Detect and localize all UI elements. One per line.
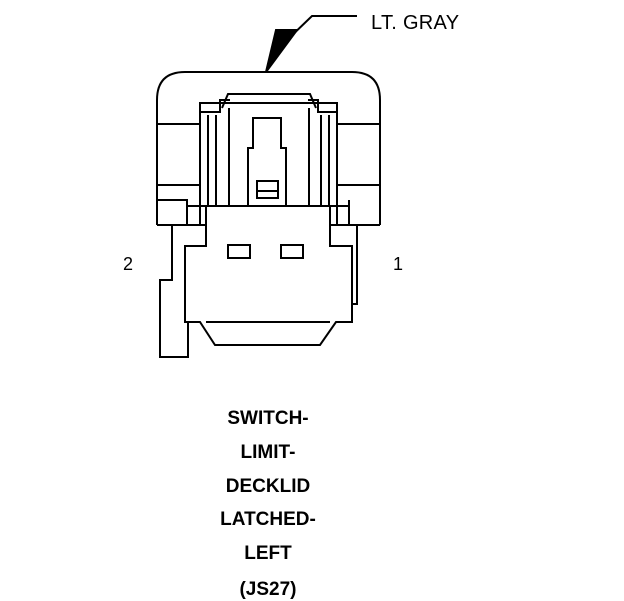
latch-rails xyxy=(207,108,330,206)
connector-title-line: LIMIT- xyxy=(240,442,296,463)
center-latch xyxy=(247,117,287,206)
terminal-cavity-1 xyxy=(280,244,304,259)
connector-id: (JS27) xyxy=(239,579,297,600)
right-lower-body xyxy=(348,200,380,305)
connector-title-line: SWITCH- xyxy=(227,408,309,429)
left-lower-body xyxy=(156,199,189,358)
inner-frame xyxy=(199,102,338,225)
connector-title-line: LATCHED- xyxy=(220,509,316,530)
color-leader-line xyxy=(265,15,357,73)
plug-body xyxy=(184,224,353,346)
connector-title-line: DECKLID xyxy=(225,476,311,497)
connector-housing xyxy=(156,71,381,225)
inner-frame-step xyxy=(200,99,337,113)
terminal-cavity-2 xyxy=(227,244,251,259)
latch-top xyxy=(221,93,317,109)
connector-title-line: LEFT xyxy=(244,543,292,564)
wire-color-label: LT. GRAY xyxy=(371,12,460,34)
pin-number-right: 1 xyxy=(393,254,404,274)
pin-number-left: 2 xyxy=(123,254,134,274)
latch-window xyxy=(256,180,279,199)
leader-arrowhead xyxy=(265,29,299,73)
